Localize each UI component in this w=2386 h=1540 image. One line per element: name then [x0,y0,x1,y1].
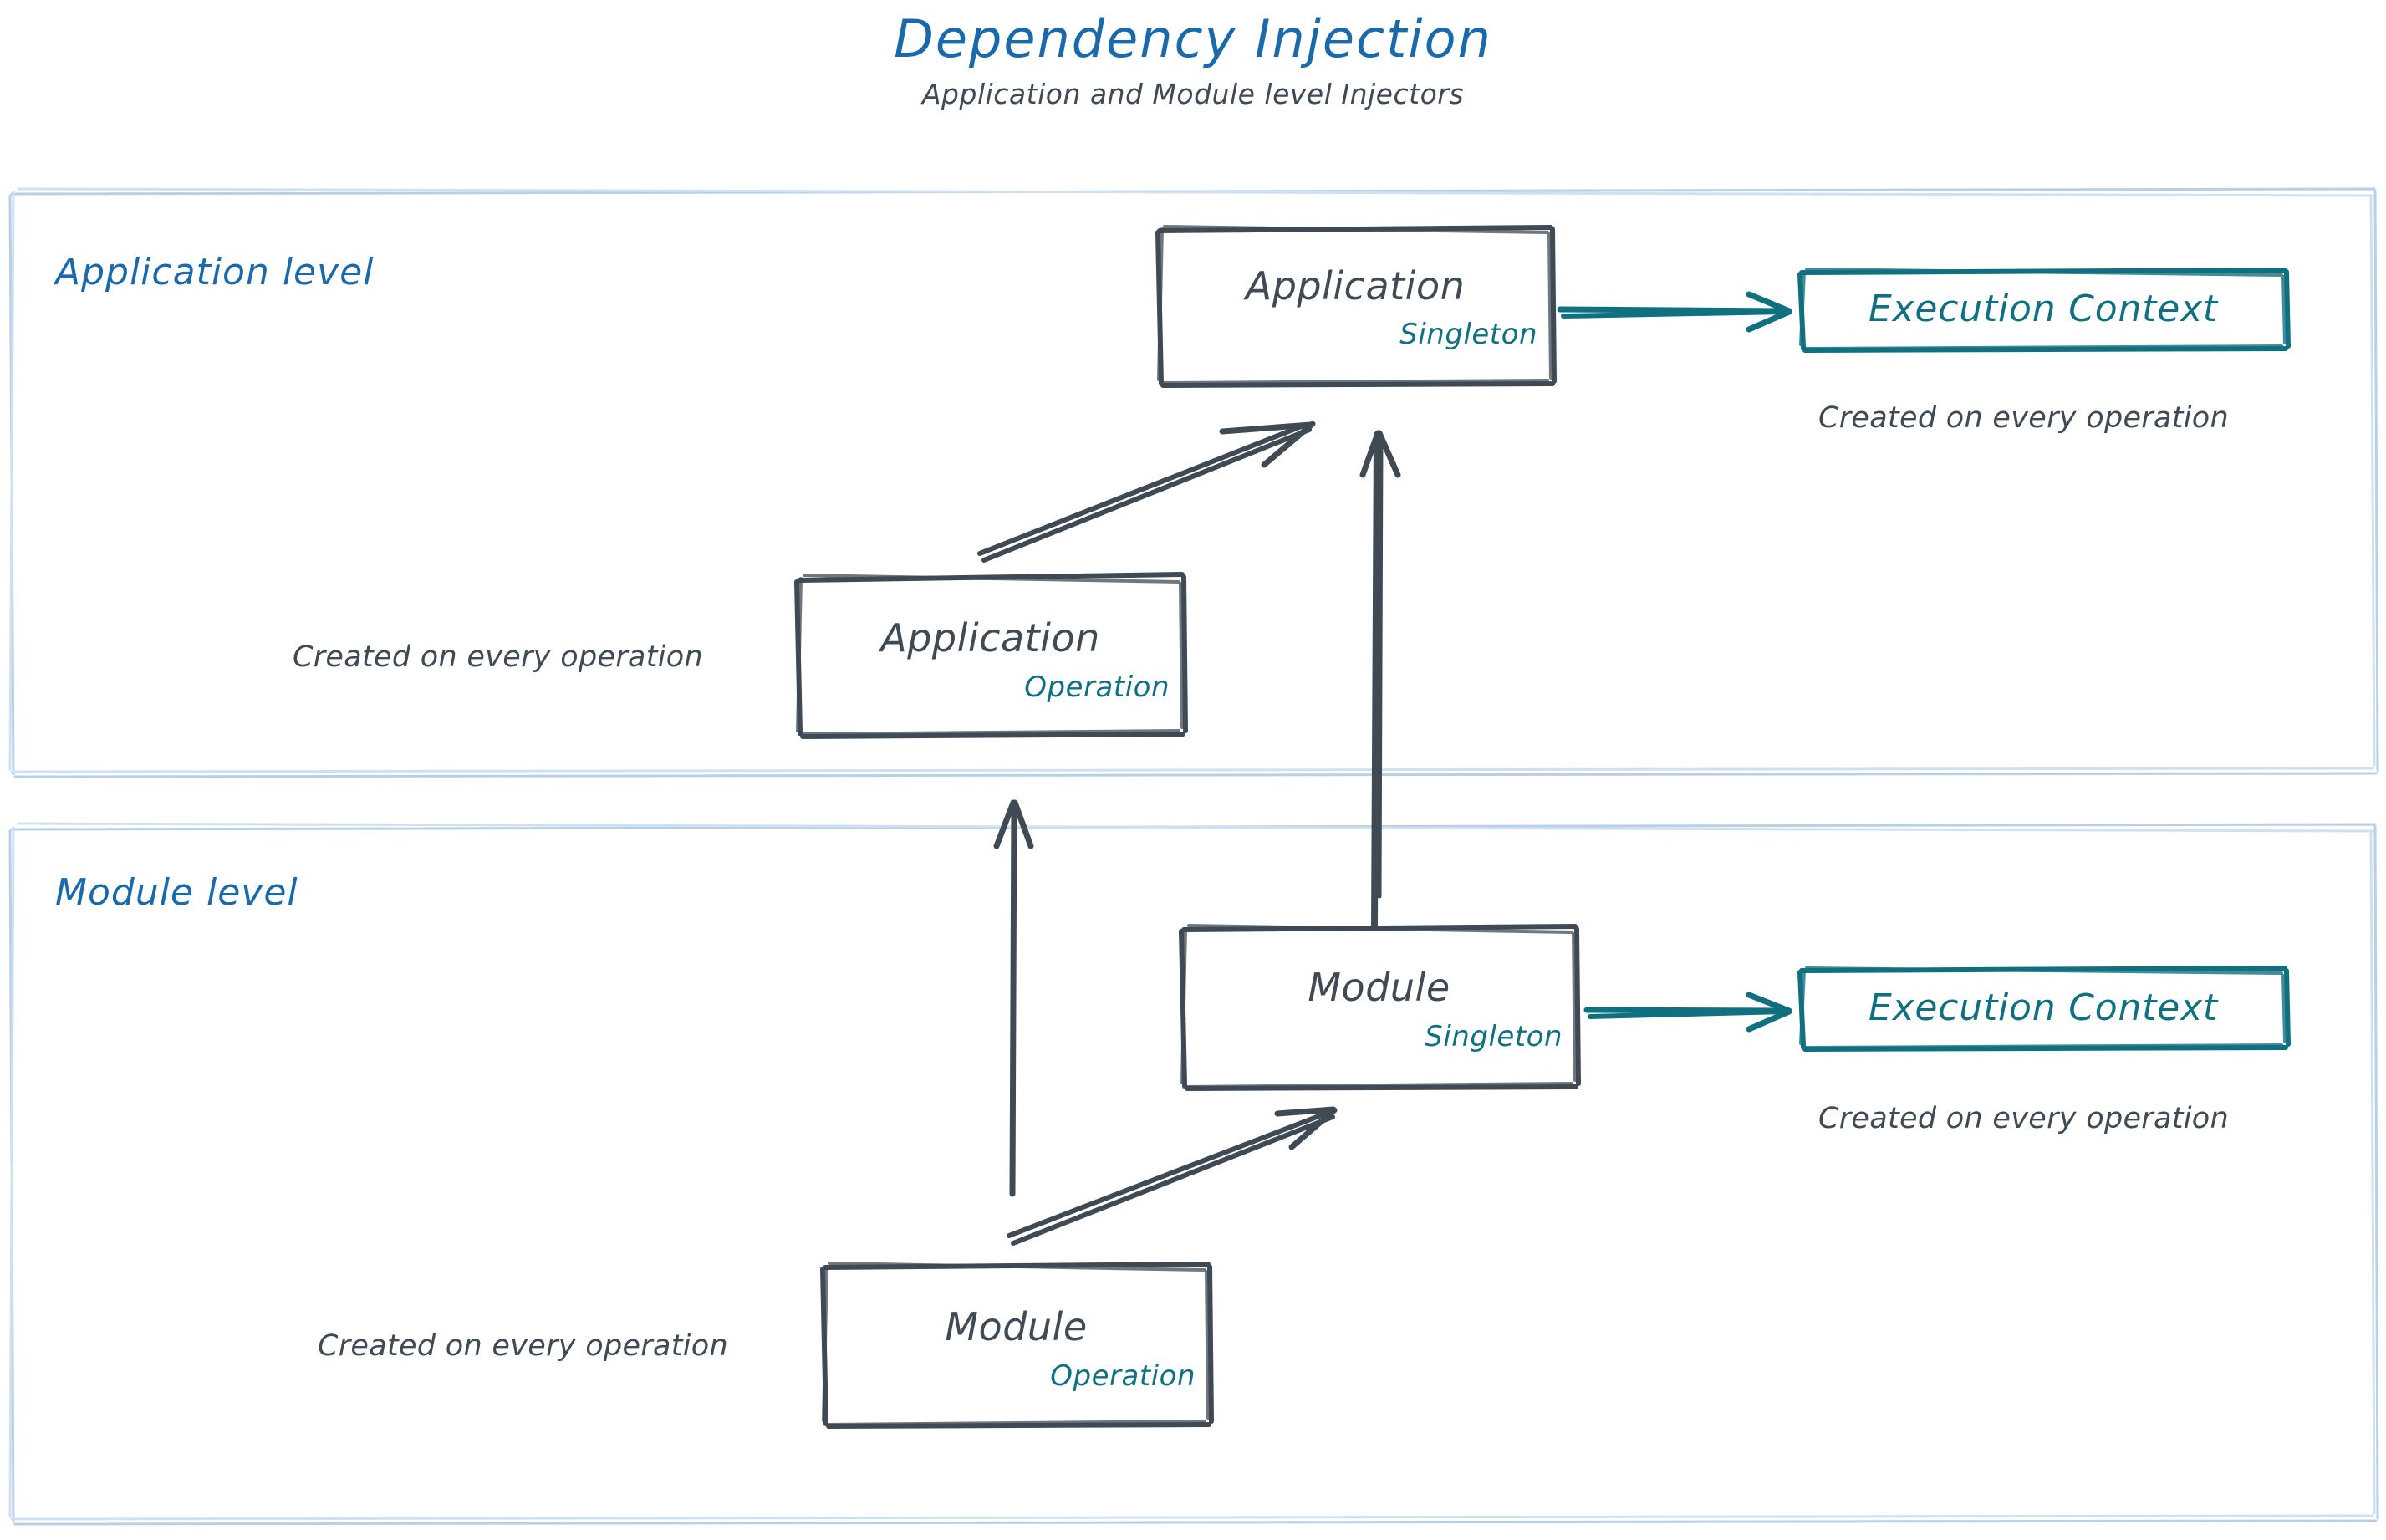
execution-context-label: Execution Context [1868,987,2218,1029]
caption-module-operation: Created on every operation [318,1329,728,1363]
node-module-execution-context[interactable]: Execution Context [1797,966,2291,1052]
caption-module-execution-context: Created on every operation [1818,1102,2229,1135]
node-label: Application [1245,263,1466,309]
node-label: Application [880,615,1100,660]
node-scope-badge: Singleton [1399,318,1537,351]
page-title: Dependency Injection [894,8,1492,69]
node-label: Module [1308,965,1450,1010]
title-block: Dependency Injection Application and Mod… [0,0,2386,110]
caption-application-operation: Created on every operation [293,640,703,674]
caption-application-execution-context: Created on every operation [1818,401,2229,435]
node-application-singleton[interactable]: Application Singleton [1155,224,1557,388]
node-application-operation[interactable]: Application Operation [793,572,1188,739]
node-application-execution-context[interactable]: Execution Context [1797,268,2291,353]
page-subtitle: Application and Module level Injectors [921,78,1465,111]
node-scope-badge: Operation [1024,671,1170,704]
node-scope-badge: Singleton [1425,1020,1563,1053]
module-level-title: Module level [55,871,298,914]
node-module-operation[interactable]: Module Operation [818,1261,1214,1429]
application-level-title: Application level [55,251,375,293]
node-module-singleton[interactable]: Module Singleton [1177,923,1581,1091]
node-label: Module [945,1304,1088,1349]
execution-context-label: Execution Context [1868,288,2218,330]
node-scope-badge: Operation [1050,1359,1196,1393]
